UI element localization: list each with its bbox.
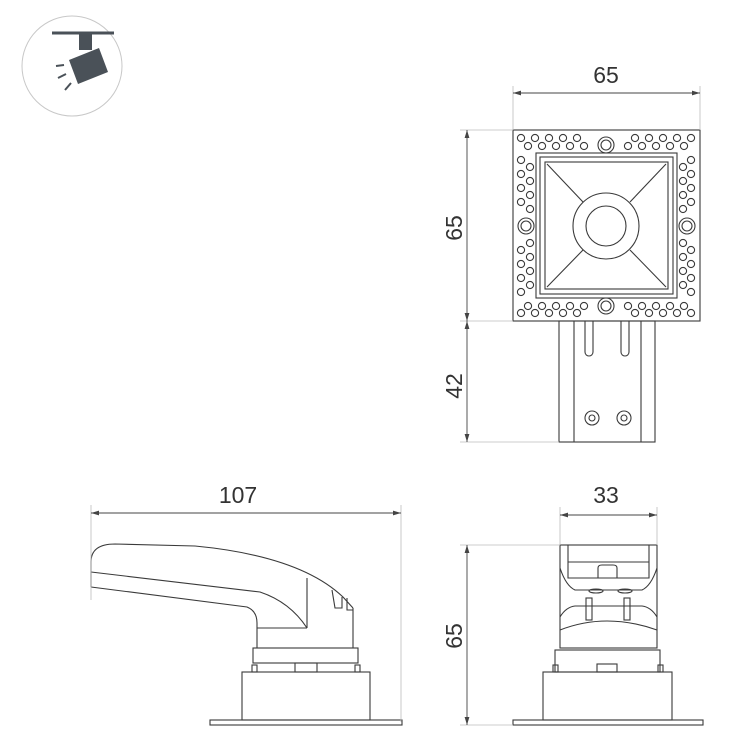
perforation-hole [525, 266, 535, 276]
perforation-hole [678, 204, 688, 214]
perforation-hole [525, 190, 535, 200]
perforation-hole [579, 301, 589, 311]
perforation-hole [679, 141, 689, 151]
perforation-hole [516, 169, 526, 179]
side-view [90, 543, 403, 726]
perforation-hole [565, 301, 575, 311]
perforation-hole [658, 308, 668, 318]
perforation-hole [558, 133, 568, 143]
perforation-hole [679, 301, 689, 311]
perforation-hole [525, 176, 535, 186]
perforation-hole [516, 155, 526, 165]
dimension-front-width: 33 [559, 482, 658, 545]
dimension-stem-length: 42 [441, 321, 470, 442]
perforation-hole [558, 308, 568, 318]
perforation-hole [630, 308, 640, 318]
perforation-hole [525, 238, 535, 248]
perforation-hole [672, 133, 682, 143]
perforation-hole [516, 287, 526, 297]
perforation-hole [530, 133, 540, 143]
perforation-hole [572, 133, 582, 143]
perforation-hole [665, 301, 675, 311]
perforation-hole [525, 252, 535, 262]
mount-holes [517, 136, 696, 315]
perforation-hole [686, 308, 696, 318]
perforation-hole [525, 162, 535, 172]
perforation-hole [644, 308, 654, 318]
perforation-hole [544, 133, 554, 143]
dimension-front-height: 65 [441, 544, 560, 726]
perforation-hole [678, 266, 688, 276]
perforation-hole [523, 141, 533, 151]
perforation-hole [537, 141, 547, 151]
perforation-hole [644, 133, 654, 143]
perforation-hole [537, 301, 547, 311]
perforation-hole [678, 252, 688, 262]
perforation-hole [637, 141, 647, 151]
perforation-hole [623, 301, 633, 311]
dimension-label: 42 [441, 373, 467, 399]
front-view [512, 544, 704, 726]
perforation-hole [672, 308, 682, 318]
perforation-hole [678, 280, 688, 290]
dimension-label: 33 [593, 482, 619, 508]
perforation-hole [686, 245, 696, 255]
dimension-top-width: 65 [512, 62, 701, 130]
perforation-hole [686, 287, 696, 297]
perforation-hole [678, 162, 688, 172]
perforation-hole [516, 308, 526, 318]
top-view [512, 129, 701, 443]
dimension-top-height: 65 [441, 129, 559, 443]
perforation-hole [658, 133, 668, 143]
perforation-hole [544, 308, 554, 318]
perforation-hole [651, 301, 661, 311]
perforation-hole [516, 273, 526, 283]
perforation-hole [551, 141, 561, 151]
perforation-hole [551, 301, 561, 311]
perforation-hole [572, 308, 582, 318]
dimension-label: 65 [441, 623, 467, 649]
perforation-hole [516, 245, 526, 255]
perforation-hole [516, 259, 526, 269]
perforation-hole [686, 155, 696, 165]
perforation-hole [686, 183, 696, 193]
perforation-hole [516, 133, 526, 143]
perforation-hole [678, 190, 688, 200]
perforation-hole [637, 301, 647, 311]
perforation-hole [525, 280, 535, 290]
dimension-label: 65 [593, 62, 619, 88]
perforation-hole [686, 169, 696, 179]
perforation-hole [516, 197, 526, 207]
perforation-hole [651, 141, 661, 151]
perforation-hole [525, 204, 535, 214]
perforation-hole [579, 141, 589, 151]
perforation-hole [678, 176, 688, 186]
perforation-hole [623, 141, 633, 151]
dimension-side-length: 107 [90, 482, 402, 722]
perforation-hole [630, 133, 640, 143]
perforation-hole [530, 308, 540, 318]
perforation-hole [678, 238, 688, 248]
perforation-hole [686, 133, 696, 143]
perforation-hole [686, 259, 696, 269]
track-spotlight-icon [21, 15, 123, 117]
perforation-hole [686, 273, 696, 283]
dimension-label: 65 [441, 215, 467, 241]
perforation-hole [665, 141, 675, 151]
perforation-hole [523, 301, 533, 311]
dimension-label: 107 [219, 482, 257, 508]
perforation-hole [565, 141, 575, 151]
perforation-hole [686, 197, 696, 207]
perforation-hole [516, 183, 526, 193]
